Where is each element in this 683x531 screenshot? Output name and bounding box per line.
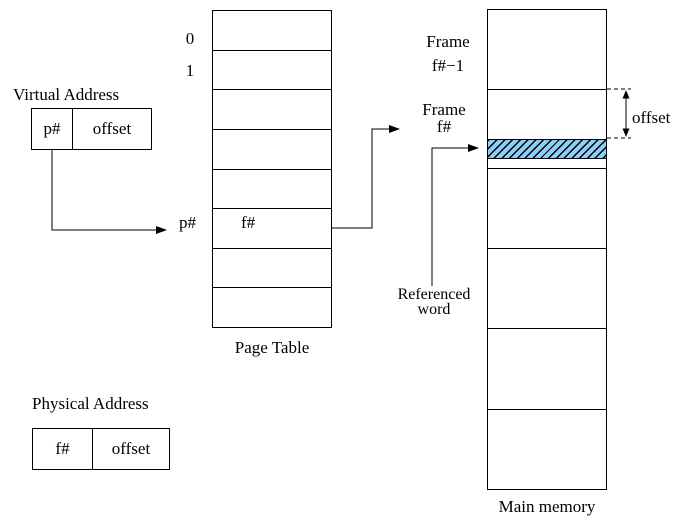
virtual-address-offset-field: offset xyxy=(92,119,132,138)
arrow-va-to-pagetable xyxy=(51,150,167,234)
arrow-referenced-word xyxy=(431,144,479,286)
referenced-word-label: Referenced word xyxy=(391,286,477,318)
page-table-caption: Page Table xyxy=(234,338,310,357)
page-table-index-0: 0 xyxy=(185,29,195,48)
main-memory-box xyxy=(487,9,607,490)
page-table-row xyxy=(213,11,331,51)
page-table-row xyxy=(213,90,331,130)
page-table-index-1: 1 xyxy=(185,61,195,80)
virtual-address-page-field: p# xyxy=(32,109,73,149)
frame-prev-label: Frame f#−1 xyxy=(419,30,477,78)
frame-divider xyxy=(488,168,606,169)
frame-divider xyxy=(488,328,606,329)
offset-measure-arrowhead-up xyxy=(622,90,630,99)
page-table-row-entry xyxy=(213,209,331,249)
frame-divider xyxy=(488,89,606,90)
arrow-pagetable-to-frame xyxy=(332,125,400,229)
frame-prev-label-line2: f#−1 xyxy=(431,56,465,75)
virtual-address-box: p# offset xyxy=(31,108,152,150)
virtual-address-title: Virtual Address xyxy=(13,85,120,104)
page-table-row xyxy=(213,130,331,170)
page-table-row xyxy=(213,170,331,210)
page-table-row xyxy=(213,51,331,91)
page-table-lookup-label: p# xyxy=(179,213,196,232)
offset-measure-label: offset xyxy=(632,108,671,127)
frame-cur-label-line1: Frame xyxy=(422,100,466,119)
page-table-row xyxy=(213,249,331,289)
page-table-row xyxy=(213,288,331,327)
offset-measure-arrowhead-down xyxy=(622,128,630,137)
referenced-word-line2: word xyxy=(417,301,451,318)
physical-address-box: f# offset xyxy=(32,428,170,470)
frame-cur-label-line2: f# xyxy=(436,117,452,136)
frame-divider xyxy=(488,409,606,410)
physical-address-frame-field: f# xyxy=(33,429,93,469)
page-table-box xyxy=(212,10,332,328)
physical-address-offset-field: offset xyxy=(111,439,151,458)
referenced-word-line1: Referenced xyxy=(397,286,471,303)
physical-address-title: Physical Address xyxy=(32,394,149,413)
frame-divider xyxy=(488,248,606,249)
referenced-word-band xyxy=(488,139,606,159)
page-table-entry-value: f# xyxy=(241,213,256,232)
frame-cur-label: Frame f# xyxy=(415,101,473,135)
main-memory-caption: Main memory xyxy=(498,497,596,516)
frame-prev-label-line1: Frame xyxy=(426,32,470,51)
